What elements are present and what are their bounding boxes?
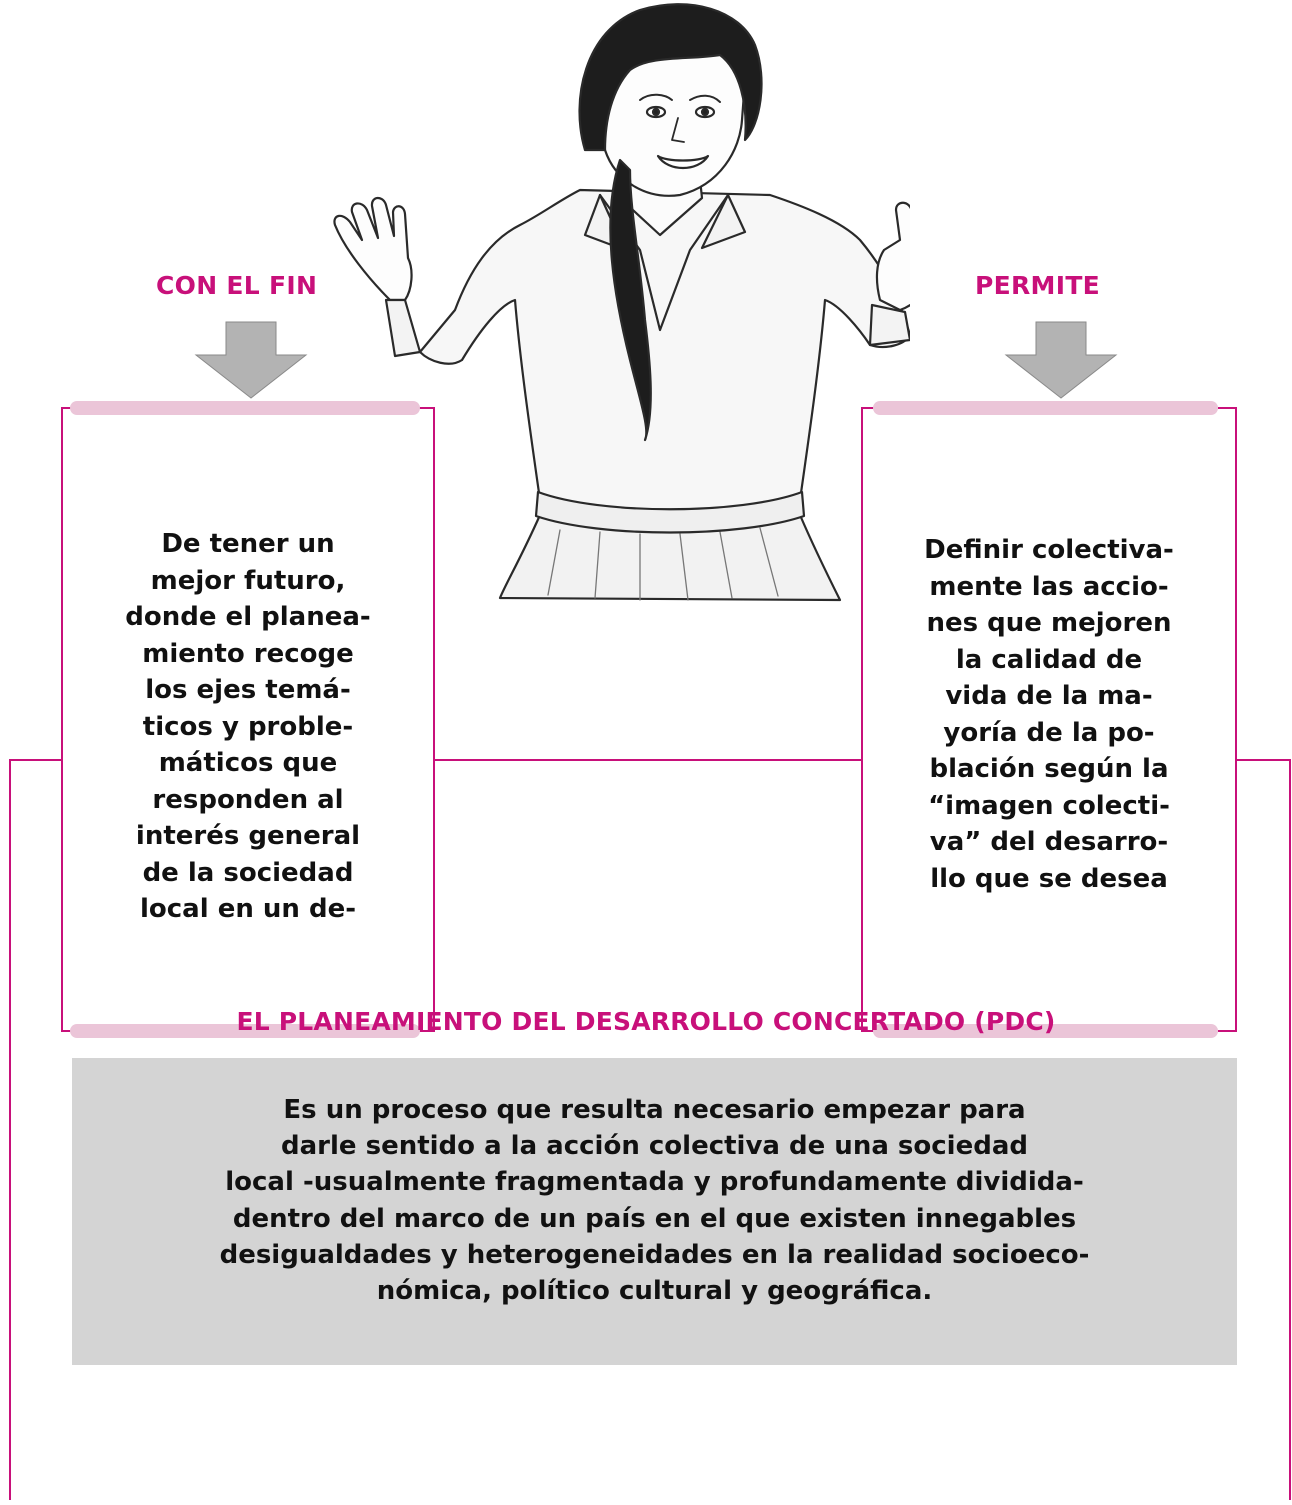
left-box-top-bar xyxy=(70,401,420,415)
left-box-line: máticos que xyxy=(158,748,338,778)
left-box-bottom-bar xyxy=(70,1024,420,1038)
left-box-line: local en un de- xyxy=(140,894,356,924)
left-box-line: donde el planea- xyxy=(125,602,371,632)
left-box-line: los ejes temá- xyxy=(145,675,351,705)
right-box-line: “imagen colecti- xyxy=(928,790,1170,821)
right-box-line: nes que mejoren xyxy=(926,608,1172,638)
right-box-text: Definir colectiva- mente las accio- nes … xyxy=(862,532,1236,897)
right-box-line: vida de la ma- xyxy=(945,681,1153,711)
right-box-frame-bottom-r xyxy=(1218,1018,1237,1032)
definition-line: local -usualmente fragmentada y profunda… xyxy=(225,1167,1084,1198)
right-box-line: va” del desarro- xyxy=(929,827,1169,857)
down-arrow-icon xyxy=(1004,321,1118,399)
definition-line: dentro del marco de un país en el que ex… xyxy=(232,1203,1077,1234)
definition-line: Es un proceso que resulta necesario empe… xyxy=(283,1095,1026,1125)
right-box-top-bar xyxy=(873,401,1218,415)
definition-line: nómica, político cultural y geográfica. xyxy=(376,1276,933,1307)
left-box-line: mejor futuro, xyxy=(150,565,346,596)
main-title: EL PLANEAMIENTO DEL DESARROLLO CONCERTAD… xyxy=(236,1007,1056,1036)
definition-text: Es un proceso que resulta necesario empe… xyxy=(72,1092,1237,1309)
right-box-line: blación según la xyxy=(929,754,1169,784)
left-box-line: responden al xyxy=(152,784,344,815)
right-box-line: yoría de la po- xyxy=(943,717,1155,748)
definition-line: desigualdades y heterogeneidades en la r… xyxy=(219,1239,1090,1270)
left-box-frame-bottom-r xyxy=(416,1018,435,1032)
left-box-line: de la sociedad xyxy=(142,857,354,888)
right-frame-line xyxy=(1236,759,1291,1500)
right-box-line: mente las accio- xyxy=(929,571,1169,602)
left-box-line: interés general xyxy=(135,821,361,851)
right-box-line: Definir colectiva- xyxy=(924,535,1174,565)
right-heading: PERMITE xyxy=(975,271,1101,300)
definition-panel: Es un proceso que resulta necesario empe… xyxy=(72,1058,1237,1365)
right-box-frame-top-r xyxy=(1218,407,1237,420)
left-box-text: De tener un mejor futuro, donde el plane… xyxy=(62,526,434,928)
definition-line: darle sentido a la acción colectiva de u… xyxy=(281,1131,1028,1162)
down-arrow-icon xyxy=(194,321,308,399)
right-box-line: llo que se desea xyxy=(930,863,1168,894)
left-box-line: ticos y proble- xyxy=(142,711,354,742)
right-box-bottom-bar xyxy=(873,1024,1218,1038)
left-box-line: miento recoge xyxy=(142,638,354,669)
left-heading: CON EL FIN xyxy=(156,271,318,300)
left-frame-line xyxy=(9,759,62,1500)
right-box-line: la calidad de xyxy=(955,644,1143,675)
woman-gesturing-illustration xyxy=(333,3,910,602)
left-box-line: De tener un xyxy=(161,529,335,559)
